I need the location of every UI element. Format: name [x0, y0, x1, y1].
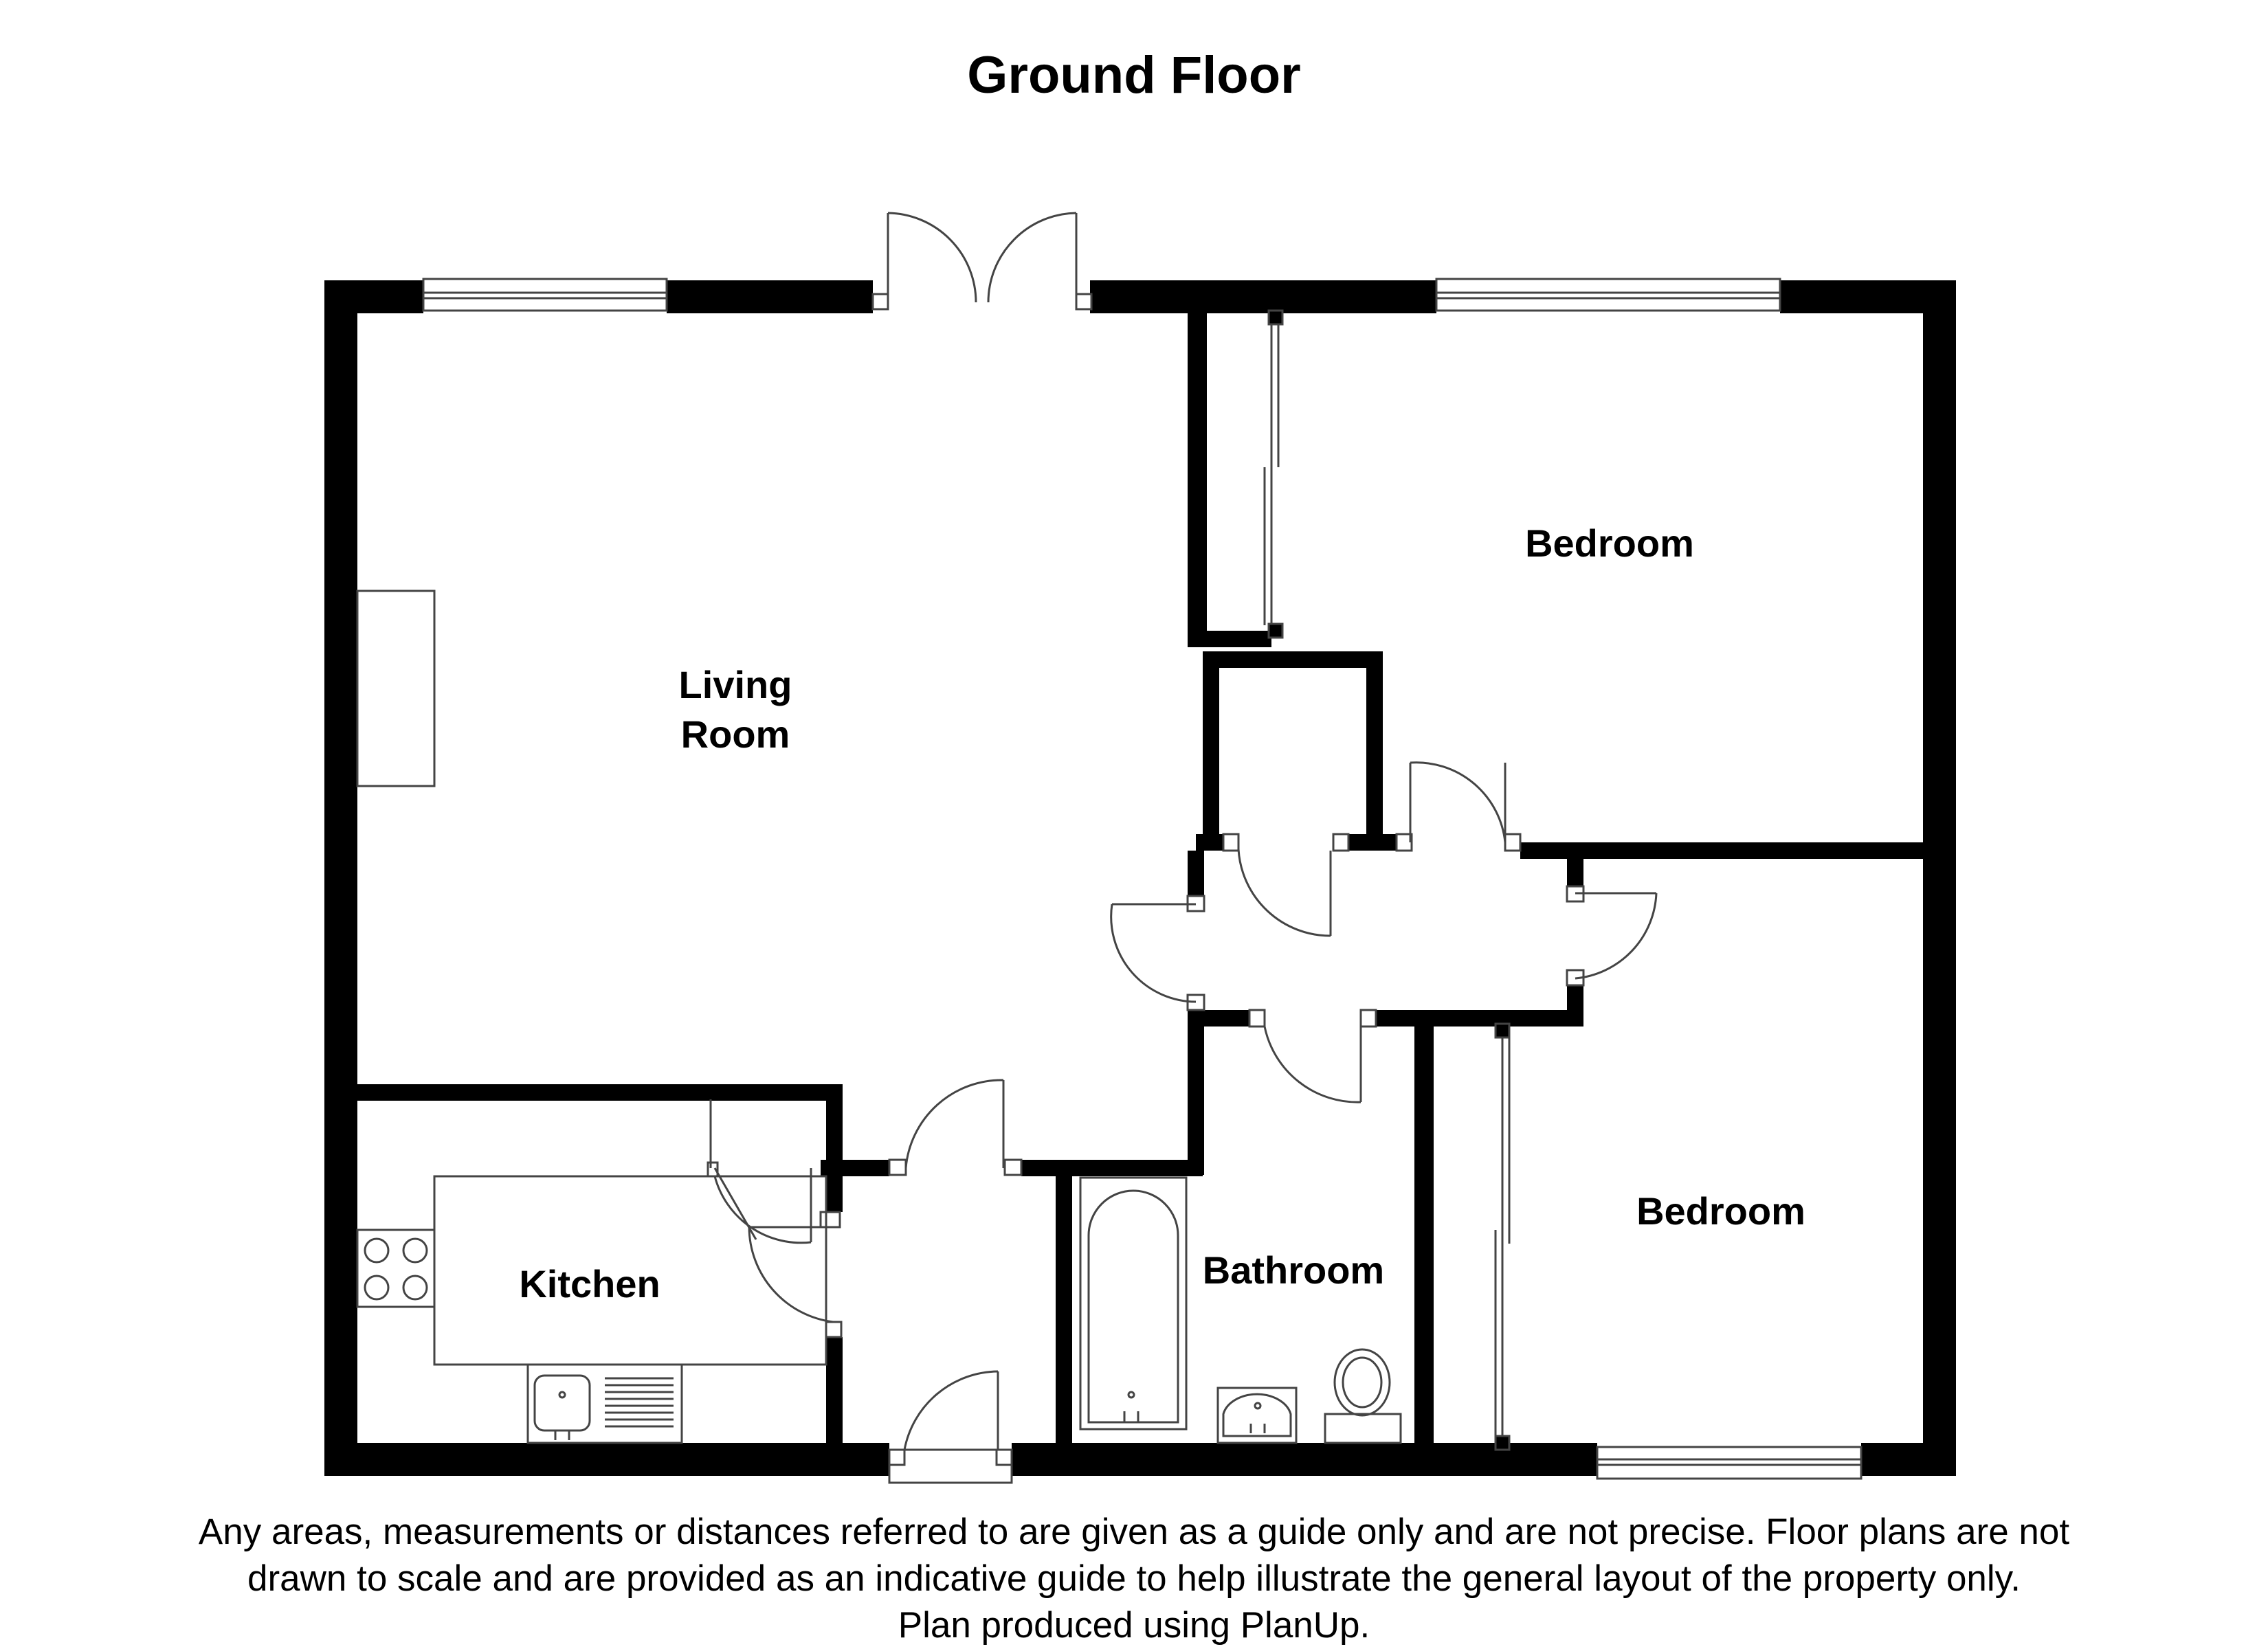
window-bedroom2-bottom	[1596, 1446, 1863, 1480]
kitchen-label: Kitchen	[519, 1262, 660, 1305]
windows	[422, 278, 1863, 1480]
bedroom-1-label: Bedroom	[1525, 521, 1694, 565]
window-bedroom1-top	[1435, 278, 1781, 312]
disclaimer-line-2: drawn to scale and are provided as an in…	[247, 1558, 2021, 1599]
living-room-label: Living	[679, 663, 792, 706]
window-living-top	[422, 278, 668, 312]
bathroom-fittings	[1079, 1176, 1402, 1444]
toilet	[1333, 1348, 1391, 1417]
kitchen-fittings	[356, 1175, 827, 1444]
disclaimer-line-1: Any areas, measurements or distances ref…	[198, 1512, 2070, 1552]
bedroom-2-label: Bedroom	[1636, 1189, 1805, 1233]
disclaimer: Any areas, measurements or distances ref…	[0, 1509, 2268, 1649]
plan-title: Ground Floor	[967, 46, 1301, 104]
disclaimer-line-3: Plan produced using PlanUp.	[898, 1605, 1370, 1646]
bath	[1079, 1176, 1188, 1431]
toilet-cistern	[1324, 1413, 1402, 1444]
doors	[707, 212, 1658, 1484]
bathroom-label: Bathroom	[1203, 1248, 1384, 1292]
wardrobes	[1263, 309, 1511, 1451]
basin	[1216, 1387, 1298, 1444]
walls	[324, 280, 1956, 1476]
sink-unit	[526, 1363, 683, 1444]
fireplace	[356, 590, 436, 787]
living-room-label-2: Room	[681, 713, 790, 756]
hob	[356, 1229, 436, 1308]
